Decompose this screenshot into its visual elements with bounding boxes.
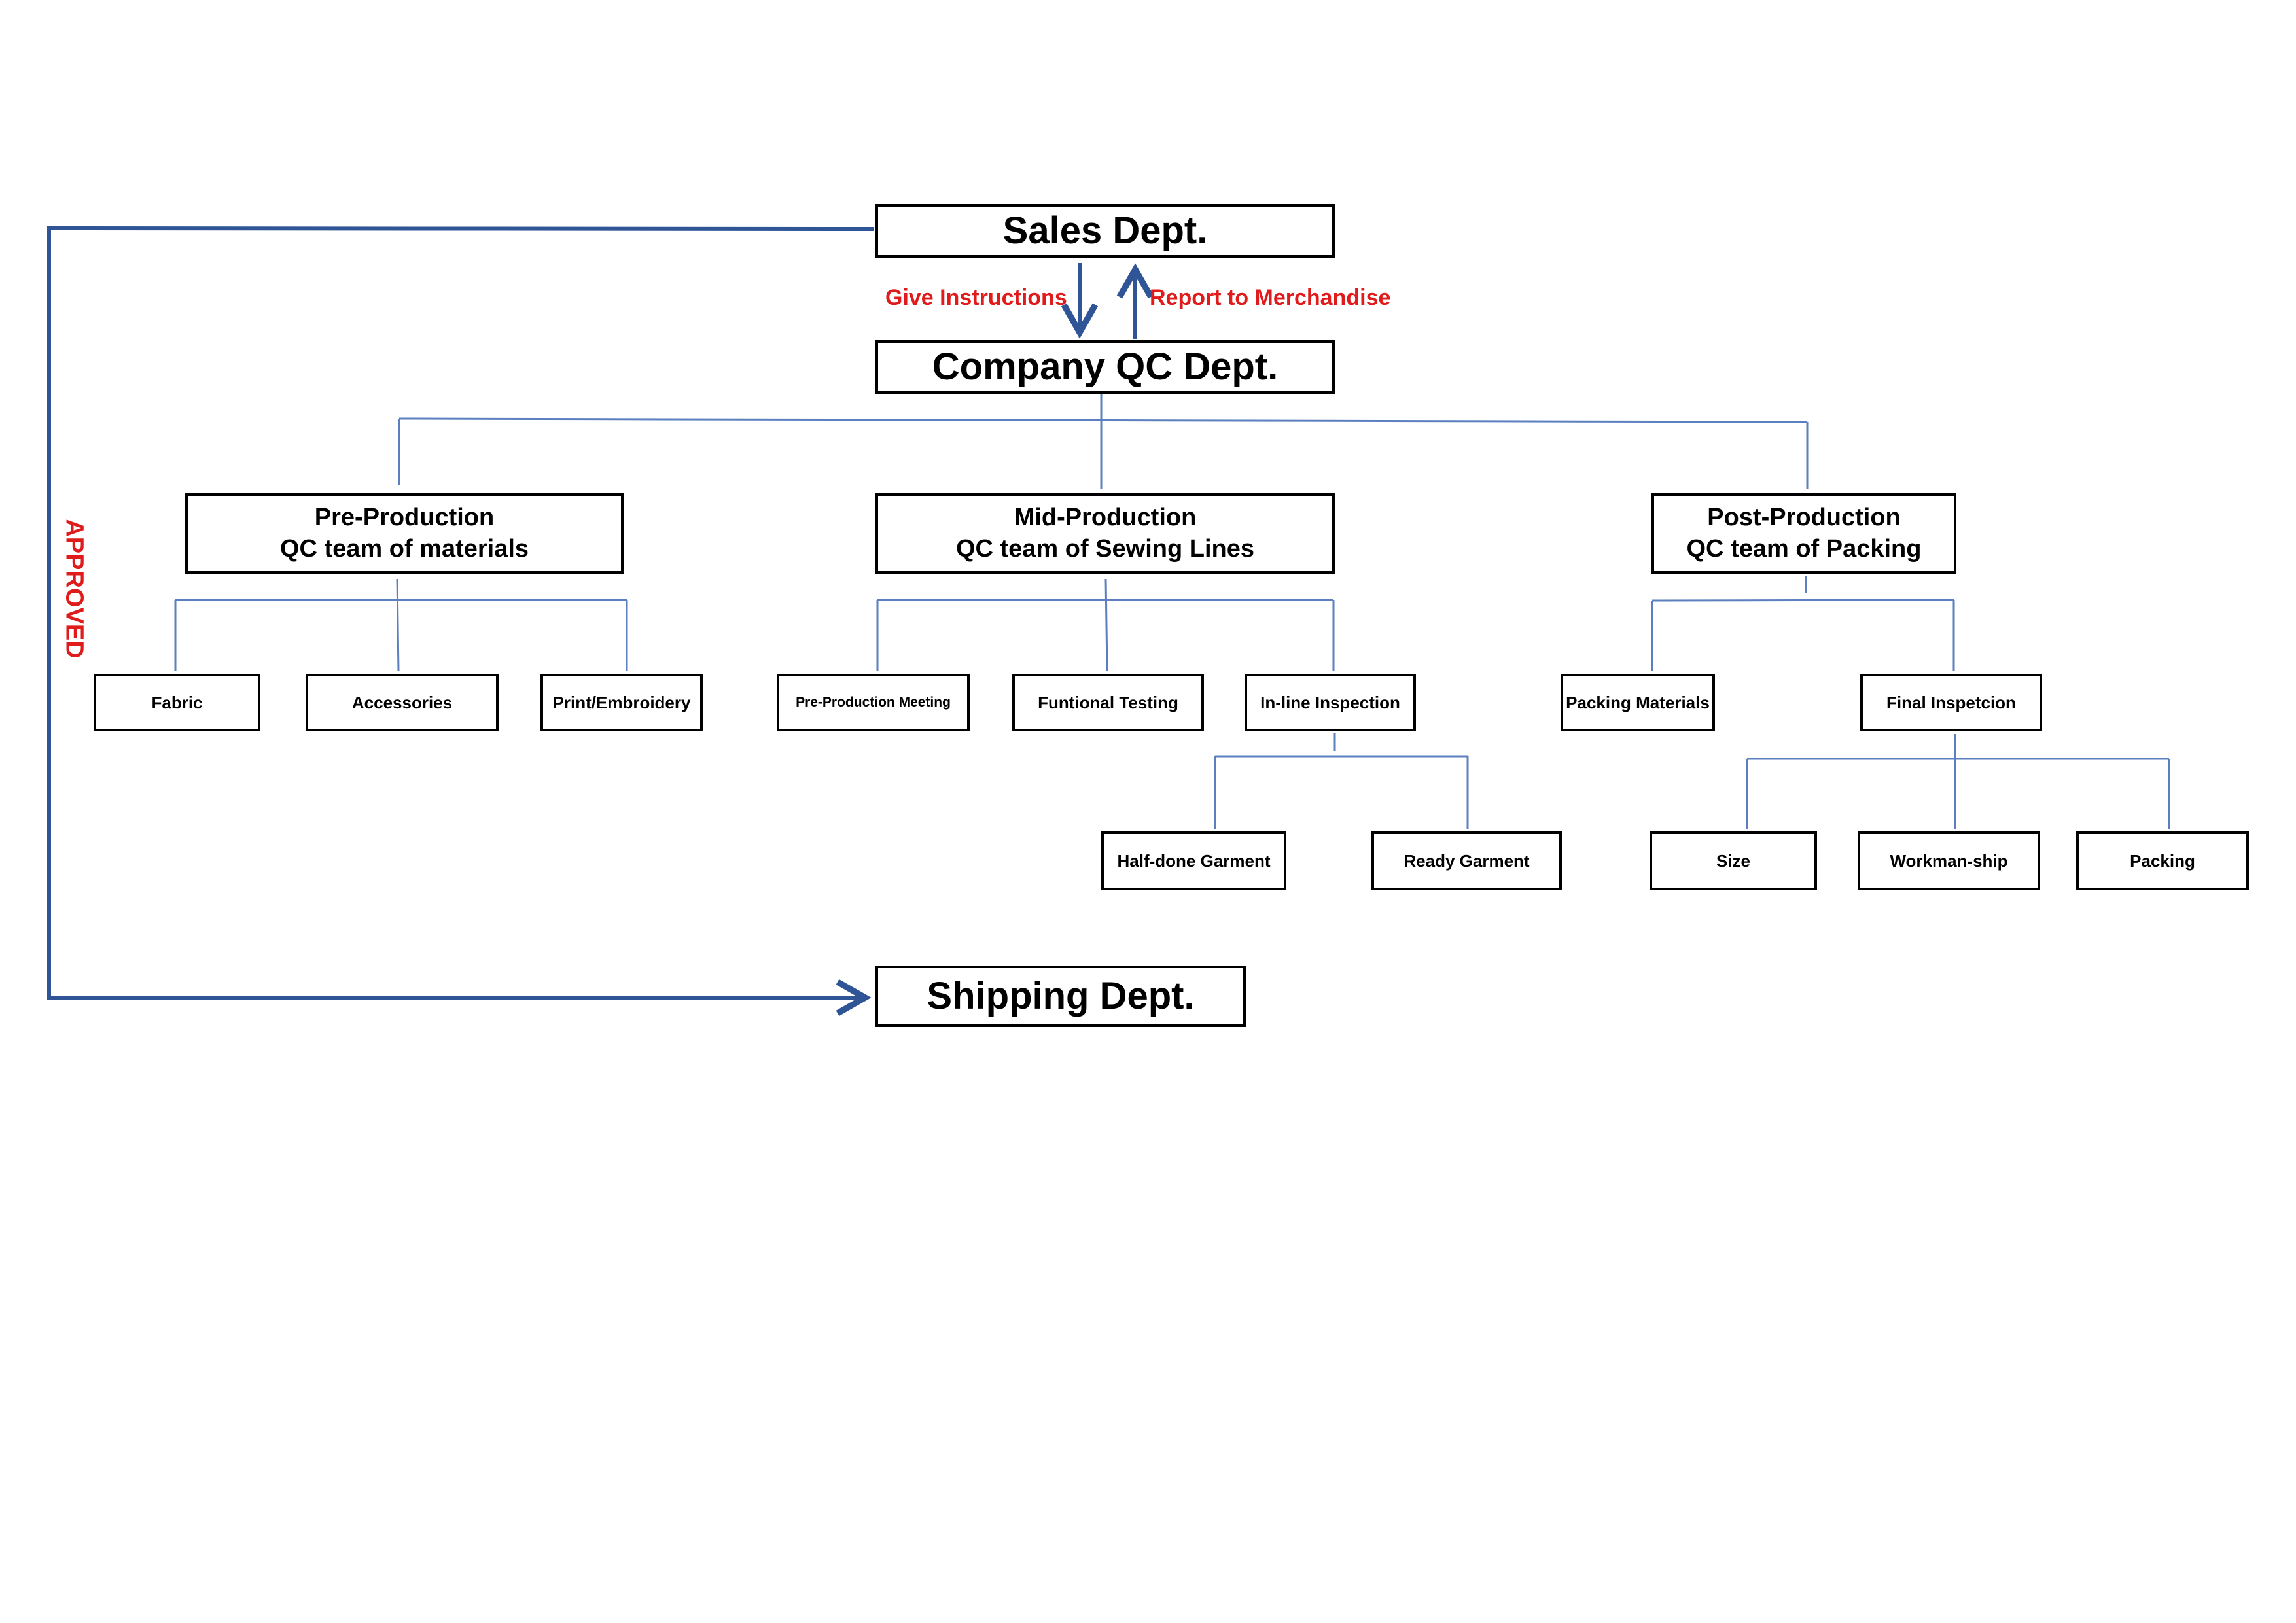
pre-production-box: Pre-Production QC team of materials	[185, 493, 624, 574]
packing-materials-box: Packing Materials	[1561, 674, 1715, 731]
functional-testing-box: Funtional Testing	[1012, 674, 1204, 731]
workmanship-label: Workman-ship	[1890, 850, 2008, 871]
sales-dept-box: Sales Dept.	[875, 204, 1335, 258]
qc-dept-box: Company QC Dept.	[875, 340, 1335, 394]
packing-materials-label: Packing Materials	[1566, 692, 1710, 712]
ready-garment-box: Ready Garment	[1371, 831, 1562, 890]
shipping-dept-box: Shipping Dept.	[875, 966, 1246, 1027]
pre-production-meeting-label: Pre-Production Meeting	[796, 694, 951, 710]
approved-label: APPROVED	[60, 519, 88, 659]
size-label: Size	[1716, 850, 1751, 871]
qc-dept-label: Company QC Dept.	[932, 345, 1279, 388]
post-production-box: Post-Production QC team of Packing	[1651, 493, 1956, 574]
accessories-box: Accessories	[306, 674, 499, 731]
shipping-dept-label: Shipping Dept.	[927, 974, 1195, 1017]
pre-production-title: Pre-Production	[314, 504, 495, 531]
fabric-label: Fabric	[151, 692, 203, 712]
size-box: Size	[1650, 831, 1817, 890]
post-production-subtitle: QC team of Packing	[1686, 534, 1922, 563]
fabric-box: Fabric	[94, 674, 260, 731]
final-inspection-label: Final Inspetcion	[1886, 692, 2016, 712]
approved-arrow	[47, 226, 874, 1017]
packing-box: Packing	[2076, 831, 2249, 890]
print-embroidery-box: Print/Embroidery	[540, 674, 703, 731]
sales-dept-label: Sales Dept.	[1002, 209, 1208, 252]
print-embroidery-label: Print/Embroidery	[552, 692, 691, 712]
workmanship-box: Workman-ship	[1858, 831, 2040, 890]
inline-inspection-label: In-line Inspection	[1260, 692, 1400, 712]
inline-inspection-box: In-line Inspection	[1245, 674, 1416, 731]
ready-garment-label: Ready Garment	[1404, 850, 1530, 871]
half-done-garment-box: Half-done Garment	[1101, 831, 1286, 890]
report-label: Report to Merchandise	[1150, 285, 1391, 310]
final-inspection-box: Final Inspetcion	[1860, 674, 2042, 731]
mid-production-subtitle: QC team of Sewing Lines	[955, 534, 1255, 563]
mid-production-box: Mid-Production QC team of Sewing Lines	[875, 493, 1335, 574]
pre-production-subtitle: QC team of materials	[279, 534, 529, 563]
give-instructions-label: Give Instructions	[885, 285, 1067, 310]
tree-connectors	[174, 394, 2170, 829]
pre-production-meeting-box: Pre-Production Meeting	[777, 674, 970, 731]
accessories-label: Accessories	[351, 692, 453, 712]
half-done-garment-label: Half-done Garment	[1117, 850, 1271, 871]
post-production-title: Post-Production	[1707, 504, 1901, 531]
functional-testing-label: Funtional Testing	[1038, 692, 1178, 712]
mid-production-title: Mid-Production	[1014, 504, 1197, 531]
packing-label: Packing	[2130, 850, 2195, 871]
